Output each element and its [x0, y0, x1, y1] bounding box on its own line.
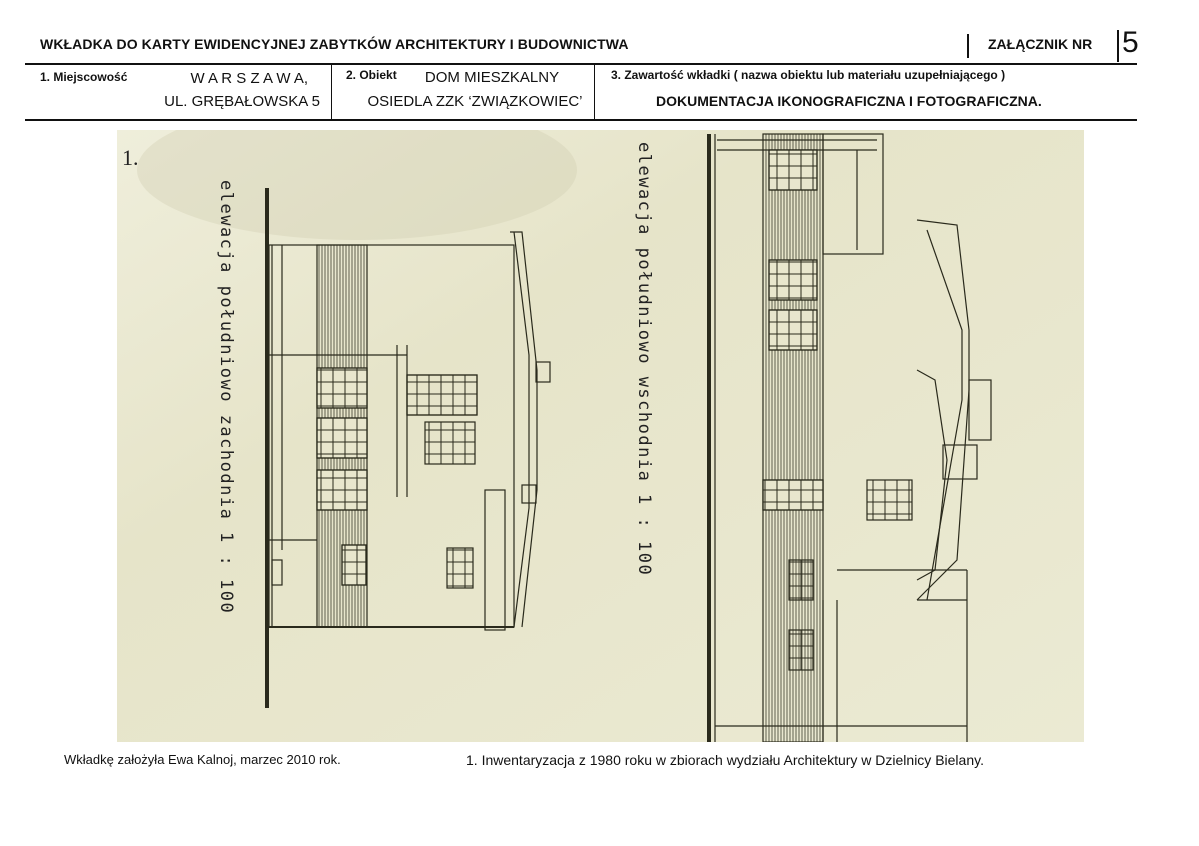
left-elevation-caption: elewacja południowo zachodnia 1 : 100: [216, 180, 236, 614]
header-rule: [25, 63, 1137, 65]
drawing-caption: 1. Inwentaryzacja z 1980 roku w zbiorach…: [466, 752, 984, 768]
left-elevation: [265, 188, 551, 708]
annex-divider: [1117, 30, 1119, 62]
header-divider: [967, 34, 969, 58]
paper-background: [117, 130, 1084, 742]
field-divider: [594, 64, 595, 120]
fields-rule: [25, 119, 1137, 121]
content-value: DOKUMENTACJA IKONOGRAFICZNA I FOTOGRAFIC…: [656, 93, 1042, 109]
right-elevation-caption: elewacja południowo wschodnia 1 : 100: [634, 142, 654, 576]
object-line2: OSIEDLA ZZK ‘ZWIĄZKOWIEC’: [367, 93, 583, 110]
locality-line2: UL. GRĘBAŁOWSKA 5: [164, 93, 320, 110]
author-note: Wkładkę założyła Ewa Kalnoj, marzec 2010…: [64, 752, 341, 767]
elevation-svg: 1. elewacja południowo zachodnia 1 : 100: [117, 100, 1084, 743]
content-label: 3. Zawartość wkładki ( nazwa obiektu lub…: [611, 68, 1006, 82]
object-label: 2. Obiekt: [346, 68, 397, 82]
locality-line1: W A R S Z A W A,: [190, 70, 308, 87]
annex-label: ZAŁĄCZNIK NR: [988, 36, 1093, 52]
locality-label: 1. Miejscowość: [40, 70, 128, 84]
field-divider: [331, 64, 332, 120]
card-title: WKŁADKA DO KARTY EWIDENCYJNEJ ZABYTKÓW A…: [40, 36, 629, 52]
annex-number: 5: [1122, 26, 1139, 59]
elevation-drawing: 1. elewacja południowo zachodnia 1 : 100: [117, 100, 1084, 743]
figure-number: 1.: [122, 145, 139, 170]
right-elevation: [707, 133, 992, 743]
object-line1: DOM MIESZKALNY: [424, 69, 560, 86]
